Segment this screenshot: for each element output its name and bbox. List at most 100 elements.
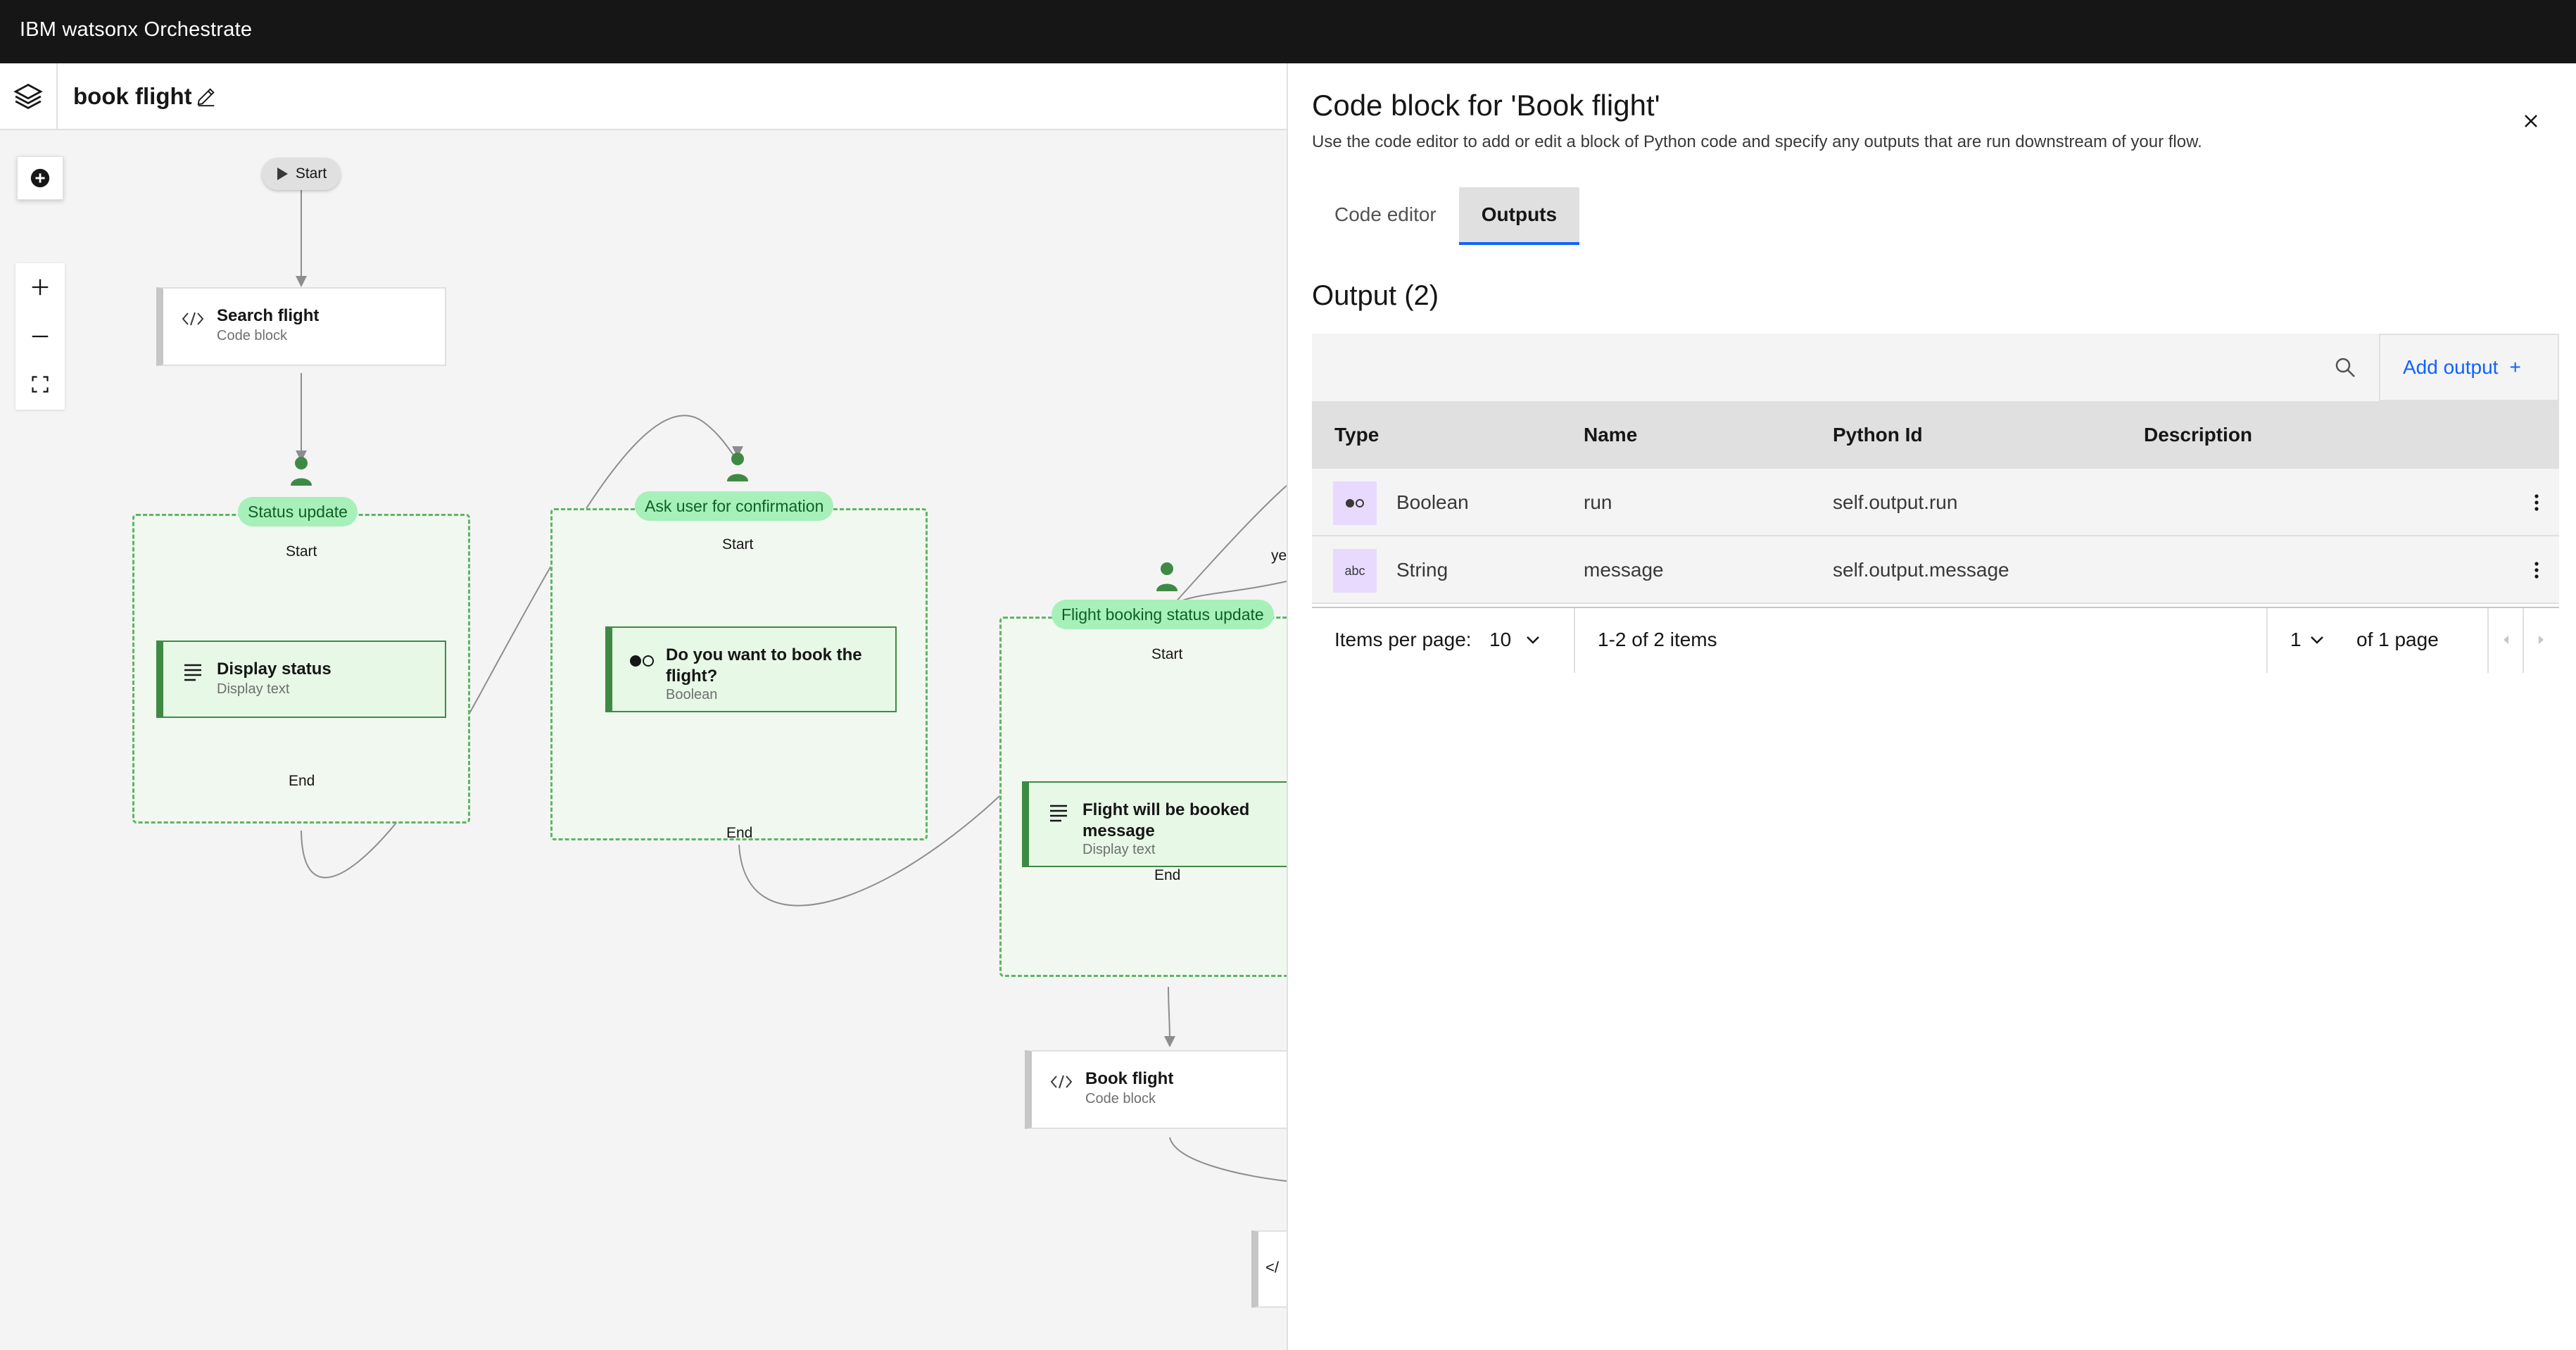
row-overflow-menu[interactable]: [2523, 488, 2551, 517]
items-range: 1-2 of 2 items: [1598, 629, 1717, 650]
panel-title: Code block for 'Book flight': [1312, 89, 1660, 122]
group-label: Status update: [238, 497, 358, 526]
zoom-in-button[interactable]: [15, 263, 65, 311]
node-title: Do you want to book the flight?: [666, 645, 862, 686]
close-panel-button[interactable]: [2513, 103, 2549, 139]
node-subtitle: Boolean: [666, 687, 718, 702]
fit-to-screen-button[interactable]: [15, 360, 65, 408]
code-icon: </: [1265, 1258, 1279, 1276]
user-icon: [1156, 562, 1177, 591]
plus-icon: [32, 279, 49, 296]
column-header-type[interactable]: Type: [1334, 424, 1379, 446]
top-header: IBM watsonx Orchestrate: [0, 0, 2576, 63]
search-flight-node[interactable]: Search flight Code block: [156, 287, 446, 366]
divider: [2266, 608, 2268, 673]
tab-code-editor[interactable]: Code editor: [1334, 203, 1437, 225]
flow-title: book flight: [73, 83, 192, 109]
caret-right-icon: [2539, 636, 2544, 644]
flow-toolbar: book flight: [0, 63, 1287, 130]
chevron-down-icon: [1527, 636, 1539, 644]
group-end-label: End: [726, 825, 753, 841]
cell-python-id: self.output.run: [1833, 491, 1958, 513]
node-subtitle: Code block: [217, 328, 288, 343]
add-node-button[interactable]: [17, 156, 63, 200]
chevron-down-icon: [2311, 636, 2323, 644]
table-toolbar: Add output +: [1312, 334, 2559, 401]
search-icon: [2335, 358, 2355, 377]
tab-outputs[interactable]: Outputs: [1458, 187, 1580, 245]
user-icon: [727, 453, 748, 481]
node-subtitle: Display text: [1082, 842, 1156, 857]
column-header-description[interactable]: Description: [2144, 424, 2253, 446]
booked-message-node[interactable]: Flight will be booked message Display te…: [1022, 781, 1287, 867]
cell-type: String: [1396, 559, 1448, 581]
text-lines-icon: [179, 660, 207, 684]
table-row[interactable]: Boolean run self.output.run: [1312, 469, 2559, 536]
zoom-controls: [15, 263, 65, 410]
cell-python-id: self.output.message: [1833, 559, 2009, 581]
zoom-out-button[interactable]: [15, 313, 65, 360]
display-status-node[interactable]: Display status Display text: [156, 641, 446, 718]
text-lines-icon: [1044, 801, 1073, 825]
page-count: of 1 page: [2356, 629, 2439, 650]
layers-icon: [13, 83, 43, 109]
table-search-button[interactable]: [2311, 334, 2379, 401]
row-overflow-menu[interactable]: [2523, 556, 2551, 584]
edit-title-button[interactable]: [193, 83, 220, 110]
items-per-page-value: 10: [1489, 629, 1512, 650]
node-subtitle: Code block: [1085, 1091, 1156, 1106]
group-start-label: Start: [722, 536, 754, 553]
table-pagination: Items per page: 10 1-2 of 2 items 1 of 1…: [1312, 607, 2559, 673]
panel-description: Use the code editor to add or edit a blo…: [1312, 132, 2202, 151]
output-section-title: Output (2): [1312, 280, 1439, 311]
start-label: Start: [295, 165, 327, 182]
add-circle-icon: [30, 168, 50, 188]
group-end-label: End: [1154, 867, 1181, 883]
user-icon: [291, 457, 312, 486]
cell-name: run: [1584, 491, 1612, 513]
group-start-label: Start: [1151, 646, 1183, 662]
fit-screen-icon: [32, 376, 49, 393]
close-icon: [2525, 115, 2537, 127]
cell-name: message: [1584, 559, 1664, 581]
string-icon: abc: [1333, 549, 1377, 593]
book-flight-node[interactable]: Book flight Code block: [1025, 1050, 1287, 1129]
divider: [1574, 608, 1575, 673]
plus-icon: +: [2509, 356, 2521, 378]
overflow-menu-icon: [2534, 494, 2539, 511]
node-title: Search flight: [217, 306, 320, 325]
product-name[interactable]: IBM watsonx Orchestrate: [20, 18, 253, 41]
edge-label-yes: ye: [1271, 548, 1287, 564]
overflow-menu-icon: [2534, 562, 2539, 579]
column-header-python-id[interactable]: Python Id: [1833, 424, 1923, 446]
next-node-partial[interactable]: </: [1251, 1230, 1287, 1308]
code-icon: [1047, 1070, 1075, 1094]
group-end-label: End: [289, 773, 315, 789]
page-value: 1: [2290, 629, 2302, 650]
previous-page-button[interactable]: [2489, 608, 2523, 671]
flow-start-node[interactable]: Start: [262, 158, 341, 190]
node-title: Book flight: [1085, 1069, 1174, 1088]
flow-canvas[interactable]: book flight: [0, 63, 1287, 1350]
node-title: Flight will be booked message: [1082, 800, 1250, 840]
group-label: Ask user for confirmation: [635, 491, 834, 521]
code-icon: [179, 307, 207, 331]
items-per-page-label: Items per page:: [1334, 629, 1472, 650]
node-subtitle: Display text: [217, 681, 290, 697]
table-row[interactable]: abc String message self.output.message: [1312, 536, 2559, 604]
panel-tabs: Code editor Outputs: [1312, 187, 1580, 245]
table-header: Type Name Python Id Description: [1312, 401, 2559, 469]
add-output-button[interactable]: Add output +: [2379, 334, 2559, 401]
node-title: Display status: [217, 660, 332, 679]
column-header-name[interactable]: Name: [1584, 424, 1638, 446]
confirm-booking-node[interactable]: Do you want to book the flight? Boolean: [605, 626, 897, 712]
boolean-icon: [628, 649, 656, 673]
play-icon: [277, 168, 288, 180]
items-per-page-select[interactable]: 10: [1484, 608, 1548, 671]
next-page-button[interactable]: [2524, 608, 2559, 671]
divider: [2523, 608, 2524, 673]
boolean-icon: [1333, 481, 1377, 525]
page-select[interactable]: 1: [2269, 608, 2325, 671]
layers-button[interactable]: [0, 63, 58, 129]
pencil-icon: [197, 88, 215, 107]
